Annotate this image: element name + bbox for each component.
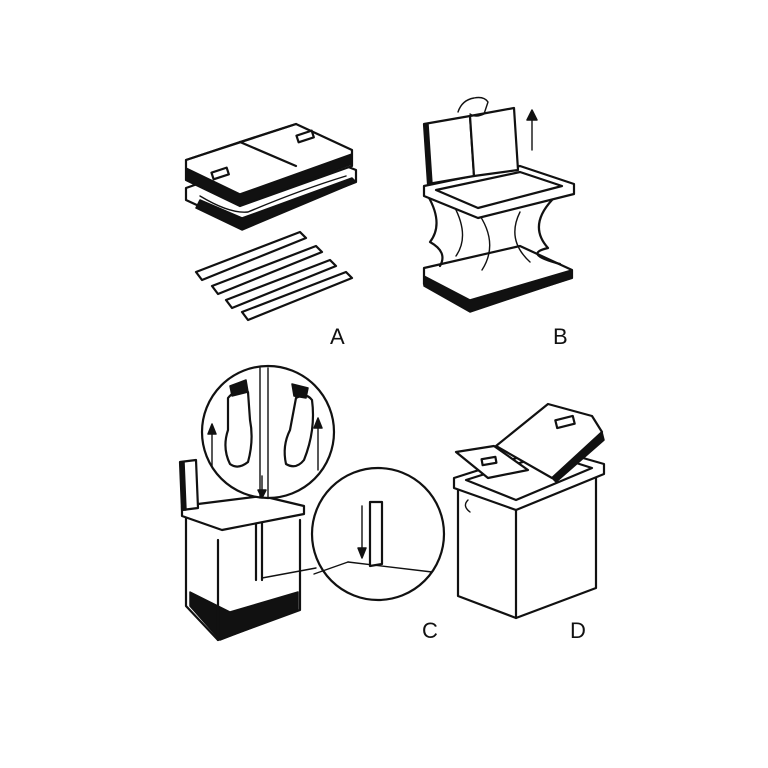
top-rim [180,494,306,532]
lid-panel [468,106,520,178]
assembled-bin [452,402,606,620]
panel-label-b: B [553,324,568,349]
handle-slot-icon [480,455,498,467]
detail-circle-rod [310,466,446,602]
bin-body [184,506,302,642]
panel-b-illustration [422,96,576,313]
down-arrow-icon [257,475,267,499]
support-rods [194,230,354,322]
detail-circle-hands [200,364,336,500]
handle-slot-icon [210,166,230,181]
handle-slot-icon [295,129,315,144]
handle-slot-icon [554,414,576,430]
panel-d-illustration [452,402,606,620]
hand-icon [457,96,489,117]
panel-label-a: A [330,324,345,349]
down-arrow-icon [357,505,367,559]
folded-lid [184,122,354,208]
hand-icon [283,394,315,468]
panel-label-c: C [422,618,438,643]
up-arrow-icon [313,417,323,471]
fabric-side [426,194,444,268]
up-arrow-icon [526,109,538,151]
panel-c-illustration [178,364,446,642]
panel-label-d: D [570,618,586,643]
panel-a-illustration [184,122,358,322]
up-arrow-icon [207,423,217,467]
fabric-side [536,198,562,266]
